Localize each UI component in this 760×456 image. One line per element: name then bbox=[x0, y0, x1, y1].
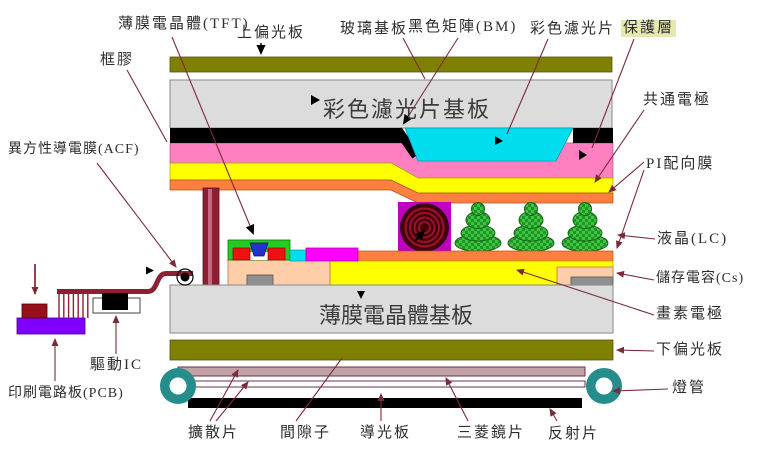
pcb-label: 印刷電路板(PCB) bbox=[8, 386, 124, 401]
lc-molecule bbox=[507, 202, 555, 252]
driver-ic-chip bbox=[92, 293, 141, 314]
color-filter-block bbox=[404, 127, 574, 162]
pixel-electrode-label: 畫素電極 bbox=[656, 306, 725, 322]
flex-leads bbox=[58, 292, 89, 318]
common-electrode-leader bbox=[594, 109, 645, 183]
lower-polarizer-leader bbox=[616, 346, 655, 354]
pi-alignment-label: PI配向膜 bbox=[646, 156, 715, 172]
lower-pi-alignment-layer bbox=[354, 250, 614, 262]
leader-lines bbox=[51, 36, 669, 422]
spacer-leader bbox=[295, 357, 343, 422]
flex-direction-marker bbox=[146, 266, 154, 275]
black-matrix-layer bbox=[170, 127, 613, 159]
tft-glass-substrate bbox=[169, 284, 614, 334]
pixel-electrode-leader bbox=[516, 268, 655, 316]
upper-polarizer-label: 上偏光板 bbox=[237, 25, 306, 41]
storage-capacitor-leader bbox=[616, 270, 655, 281]
light-guide-label: 導光板 bbox=[360, 425, 412, 441]
diffuser-sheet-layer bbox=[177, 366, 586, 377]
black-matrix-leader bbox=[402, 37, 459, 125]
glass-leader bbox=[402, 37, 426, 80]
lower-polarizer-layer bbox=[169, 339, 614, 361]
tft-device bbox=[227, 239, 359, 288]
color-filter-marker bbox=[495, 136, 503, 145]
diffuser-sheet-label: 擴散片 bbox=[188, 425, 240, 441]
diffuser-leader-1 bbox=[209, 369, 239, 422]
liquid-crystal-molecules bbox=[454, 202, 609, 252]
acf-label: 異方性導電膜(ACF) bbox=[8, 142, 140, 157]
prism-sheet-label: 三菱鏡片 bbox=[457, 425, 526, 441]
lower-polarizer-label: 下偏光板 bbox=[656, 342, 725, 358]
lamp-leader bbox=[612, 387, 669, 395]
reflector-sheet-label: 反射片 bbox=[548, 426, 600, 442]
color-filter-label: 彩色濾光片 bbox=[530, 21, 616, 37]
lc-molecule bbox=[561, 202, 609, 252]
frame-seal-column bbox=[202, 187, 220, 288]
tft-substrate-title: 薄膜電晶體基板 bbox=[319, 303, 474, 328]
flex-tape bbox=[57, 271, 193, 294]
reflector-leader bbox=[549, 408, 558, 422]
lc-molecule bbox=[454, 202, 502, 252]
color-filter-leader bbox=[506, 38, 549, 135]
acf-leader bbox=[96, 162, 177, 268]
protective-layer-label: 保護層 bbox=[621, 20, 677, 37]
spacer-ball bbox=[398, 202, 451, 253]
common-electrode-label: 共通電極 bbox=[643, 92, 712, 108]
acf-bond-dot bbox=[176, 268, 194, 286]
tft-leader bbox=[171, 36, 255, 235]
diffuser-leader-2 bbox=[215, 381, 249, 422]
tft-gate bbox=[249, 242, 269, 257]
lamp-left bbox=[160, 368, 196, 404]
tft-label: 薄膜電晶體(TFT) bbox=[118, 16, 250, 32]
liquid-crystal-label: 液晶(LC) bbox=[657, 231, 729, 247]
reflector-sheet-layer bbox=[188, 398, 582, 408]
cf-glass-substrate bbox=[169, 79, 613, 129]
storage-capacitor-block bbox=[556, 266, 614, 288]
lamp-right bbox=[586, 368, 622, 404]
prism-sheet-layer bbox=[177, 380, 586, 388]
liquid-crystal-leader bbox=[617, 232, 656, 240]
glass-substrate-label: 玻璃基板 bbox=[340, 21, 409, 37]
upper-polarizer-layer bbox=[169, 56, 613, 73]
cf-substrate-marker bbox=[311, 95, 320, 105]
prism-leader bbox=[445, 377, 469, 422]
frame-seal-leader bbox=[126, 69, 168, 143]
pcb-board bbox=[16, 317, 86, 335]
overcoat-marker bbox=[579, 150, 587, 160]
tft-substrate-marker bbox=[357, 291, 365, 299]
cf-substrate-title: 彩色濾光片基板 bbox=[323, 97, 492, 122]
storage-capacitor-label: 儲存電容(Cs) bbox=[656, 271, 745, 286]
protective-layer-leader bbox=[591, 38, 635, 149]
upper-pi-alignment-layer bbox=[169, 179, 614, 204]
frame-seal-label: 框膠 bbox=[100, 52, 135, 68]
driver-ic-label: 驅動IC bbox=[90, 357, 144, 373]
spacer-label: 間隙子 bbox=[280, 425, 332, 441]
pcb-connector-block bbox=[21, 303, 48, 319]
lamp-label: 燈管 bbox=[672, 380, 707, 396]
black-matrix-label: 黑色矩陣(BM) bbox=[408, 19, 518, 35]
pi-upper-leader bbox=[608, 161, 645, 193]
